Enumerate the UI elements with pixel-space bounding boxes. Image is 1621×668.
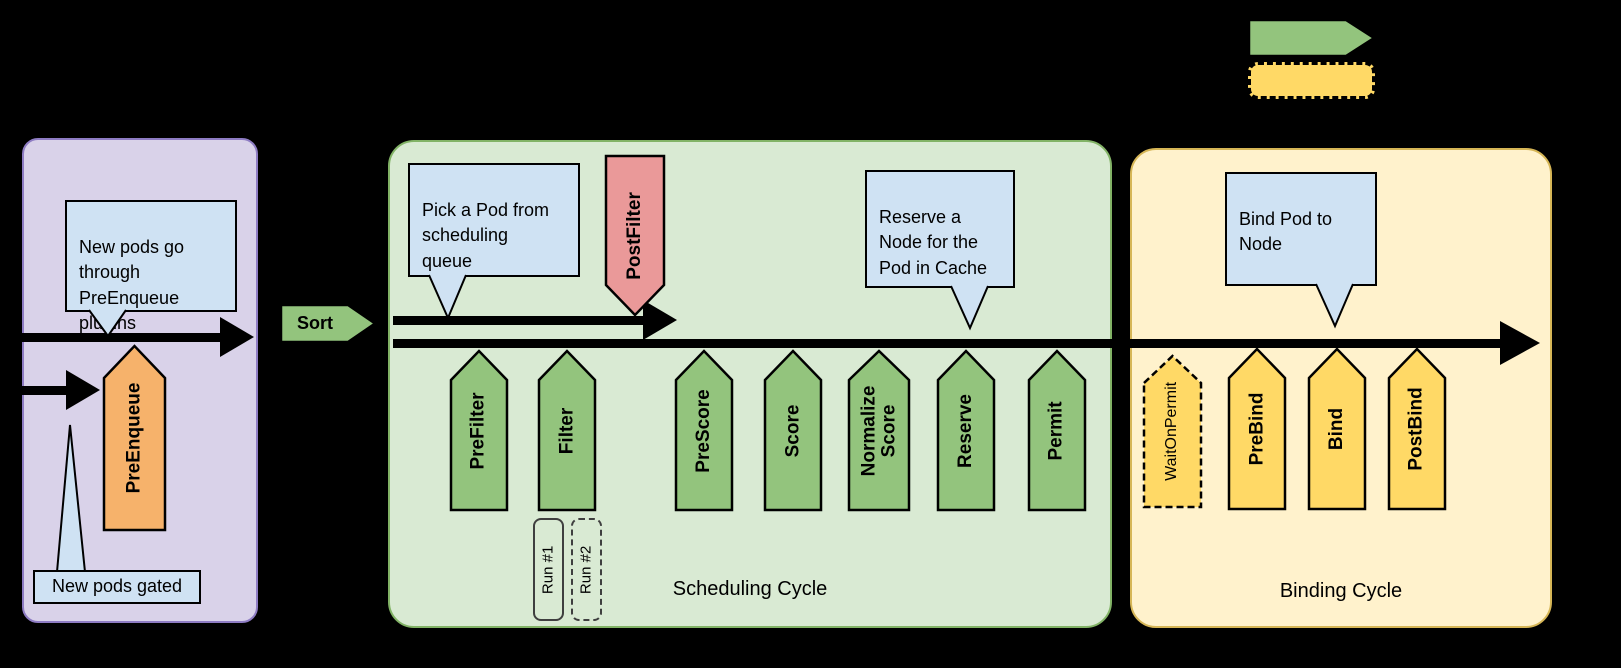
stage-bind-label: Bind (1326, 407, 1348, 451)
stage-filter-label: Filter (556, 407, 578, 454)
callout-bind-pod: Bind Pod to Node (1225, 172, 1377, 286)
callout-new-pods-tail-icon (88, 309, 127, 338)
stage-reserve-label: Reserve (955, 393, 977, 468)
stage-reserve: Reserve (936, 349, 996, 512)
callout-pick-pod: Pick a Pod from scheduling queue (408, 163, 580, 277)
callout-gated-tail-icon (56, 424, 86, 573)
main-flow-line (393, 339, 1502, 348)
stage-filter: Filter (537, 349, 597, 512)
callout-new-pods-text: New pods go through PreEnqueue plugins (79, 237, 185, 333)
filter-run-1: Run #1 (533, 518, 564, 621)
callout-reserve-node: Reserve a Node for the Pod in Cache (865, 170, 1015, 288)
callout-bind-pod-text: Bind Pod to Node (1239, 209, 1333, 255)
stage-prescore: PreScore (674, 349, 734, 512)
queue-flow-line (0, 333, 222, 342)
scheduling-cycle-title: Scheduling Cycle (672, 578, 828, 600)
binding-cycle-title: Binding Cycle (1279, 580, 1403, 602)
stage-prescore-label: PreScore (693, 388, 715, 473)
stage-preenqueue-label: PreEnqueue (123, 382, 145, 494)
filter-run-2: Run #2 (571, 518, 602, 621)
stage-bind: Bind (1307, 347, 1367, 511)
stage-prefilter: PreFilter (449, 349, 509, 512)
stage-score-label: Score (782, 404, 804, 457)
pick-pod-line (393, 316, 645, 325)
stage-preenqueue: PreEnqueue (102, 344, 167, 532)
stage-postfilter: PostFilter (604, 154, 666, 317)
callout-pick-pod-tail-icon (428, 274, 467, 321)
stage-normalize-score: Normalize Score (847, 349, 911, 512)
legend-extension-point-arrow-icon (1247, 18, 1377, 58)
stage-postbind-label: PostBind (1406, 387, 1428, 471)
gated-flow-line (0, 386, 70, 395)
callout-pick-pod-text: Pick a Pod from scheduling queue (422, 200, 550, 271)
callout-new-pods: New pods go through PreEnqueue plugins (65, 200, 237, 333)
callout-pods-gated: New pods gated (33, 570, 201, 604)
callout-reserve-node-text: Reserve a Node for the Pod in Cache (879, 207, 988, 278)
stage-normalize-score-label: Normalize Score (858, 385, 899, 476)
stage-sort-label: Sort (297, 313, 333, 333)
stage-prebind: PreBind (1227, 347, 1287, 511)
legend-dashed-box-icon (1248, 62, 1375, 99)
callout-bind-pod-tail-icon (1315, 283, 1354, 329)
stage-postfilter-label: PostFilter (624, 191, 646, 280)
stage-waitonpermit: WaitOnPermit (1142, 354, 1203, 509)
stage-score: Score (763, 349, 823, 512)
stage-prefilter-label: PreFilter (468, 391, 490, 470)
stage-prebind-label: PreBind (1246, 392, 1268, 466)
stage-waitonpermit-label: WaitOnPermit (1163, 382, 1181, 481)
stage-permit-label: Permit (1046, 400, 1068, 461)
callout-reserve-node-tail-icon (950, 285, 989, 331)
stage-permit: Permit (1027, 349, 1087, 512)
stage-postbind: PostBind (1387, 347, 1447, 511)
callout-pods-gated-text: New pods gated (51, 576, 183, 597)
stage-sort: Sort (279, 303, 378, 344)
